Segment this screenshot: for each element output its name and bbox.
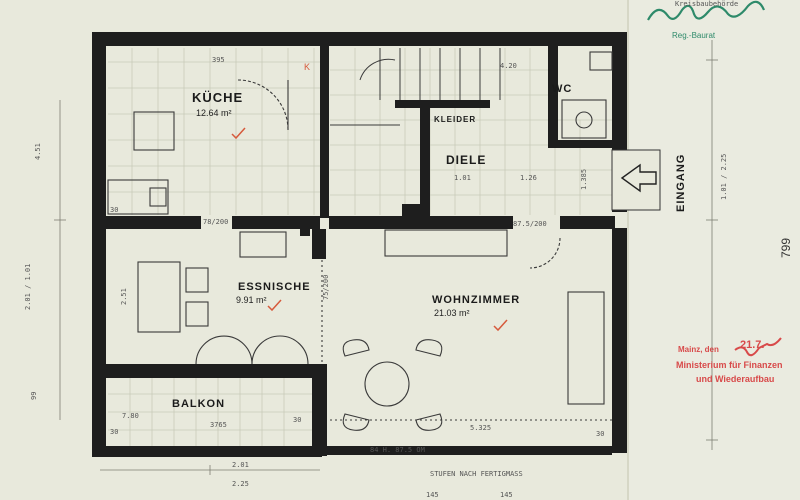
dim-30-b: 30: [293, 416, 301, 424]
dim-right-chain: 1.01 / 2.25: [720, 154, 728, 200]
room-area-essnische: 9.91 m²: [236, 295, 267, 305]
dim-dining-side: 2.51: [120, 288, 128, 305]
dim-diele-2: 1.26: [520, 174, 537, 182]
steps-note: STUFEN NACH FERTIGMASS: [430, 470, 523, 478]
room-label-essnische: ESSNISCHE: [238, 281, 311, 293]
dim-bottom-1: 2.01: [232, 461, 249, 469]
dim-30-c: 30: [110, 428, 118, 436]
room-label-wc: WC: [552, 83, 572, 95]
dim-dining-opening: 75/200: [322, 275, 330, 300]
stamp-line-1: Ministerium für Finanzen: [676, 360, 783, 370]
signature: [647, 0, 766, 21]
room-label-kueche: KÜCHE: [192, 90, 243, 105]
dim-living-door: 87.5/200: [513, 220, 547, 228]
wc-fixtures: [561, 51, 613, 139]
dim-30-d: 30: [596, 430, 604, 438]
dim-balkon-side: 7.80: [122, 412, 139, 420]
dim-kitchen-width: 395: [212, 56, 225, 64]
kitchen-mark: K: [304, 62, 310, 72]
room-area-wohnzimmer: 21.03 m²: [434, 308, 470, 318]
dim-stair: 4.20: [500, 62, 517, 70]
paper-right-panel: [628, 0, 800, 500]
authority-heading: Kreisbaubehörde: [675, 0, 738, 8]
dining-furniture: [137, 231, 323, 365]
kitchen-furniture: [107, 79, 289, 215]
bottom-note: 84 H. 87.5 OM: [370, 446, 425, 454]
dim-diele-1: 1.01: [454, 174, 471, 182]
floor-tile-grid: [108, 48, 615, 448]
dimension-lines: [54, 40, 718, 475]
room-area-kueche: 12.64 m²: [196, 108, 232, 118]
dim-left-99: 99: [30, 392, 38, 400]
review-checkmarks: [231, 127, 508, 332]
dim-bottom-4: 145: [500, 491, 513, 499]
dim-kitchen-door: 78/200: [203, 218, 228, 226]
dim-living-width: 5.325: [470, 424, 491, 432]
living-room-furniture: [330, 229, 612, 431]
room-label-diele: DIELE: [446, 153, 486, 167]
stamp-place: Mainz, den: [678, 345, 719, 354]
stamp-line-2: und Wiederaufbau: [696, 374, 774, 384]
dim-diele-3: 1.385: [580, 169, 588, 190]
dim-30-a: 30: [110, 206, 118, 214]
room-label-wohnzimmer: WOHNZIMMER: [432, 294, 520, 306]
dim-bottom-3: 145: [426, 491, 439, 499]
entrance-door: [611, 149, 661, 211]
dim-bottom-2: 2.25: [232, 480, 249, 488]
room-label-balkon: BALKON: [172, 398, 225, 410]
entrance-label: EINGANG: [675, 154, 687, 212]
stamp-date: 21.7.: [740, 339, 764, 351]
signature-caption: Reg.-Baurat: [672, 31, 716, 40]
approval-stamp: [734, 337, 782, 357]
dim-total-depth: 799: [779, 238, 793, 258]
room-label-kleider: KLEIDER: [434, 115, 476, 124]
dim-balkon: 3765: [210, 421, 227, 429]
dim-left-chain: 2.01 / 1.01: [24, 264, 32, 310]
staircase: [330, 48, 501, 126]
dim-left-top: 4.51: [34, 143, 42, 160]
